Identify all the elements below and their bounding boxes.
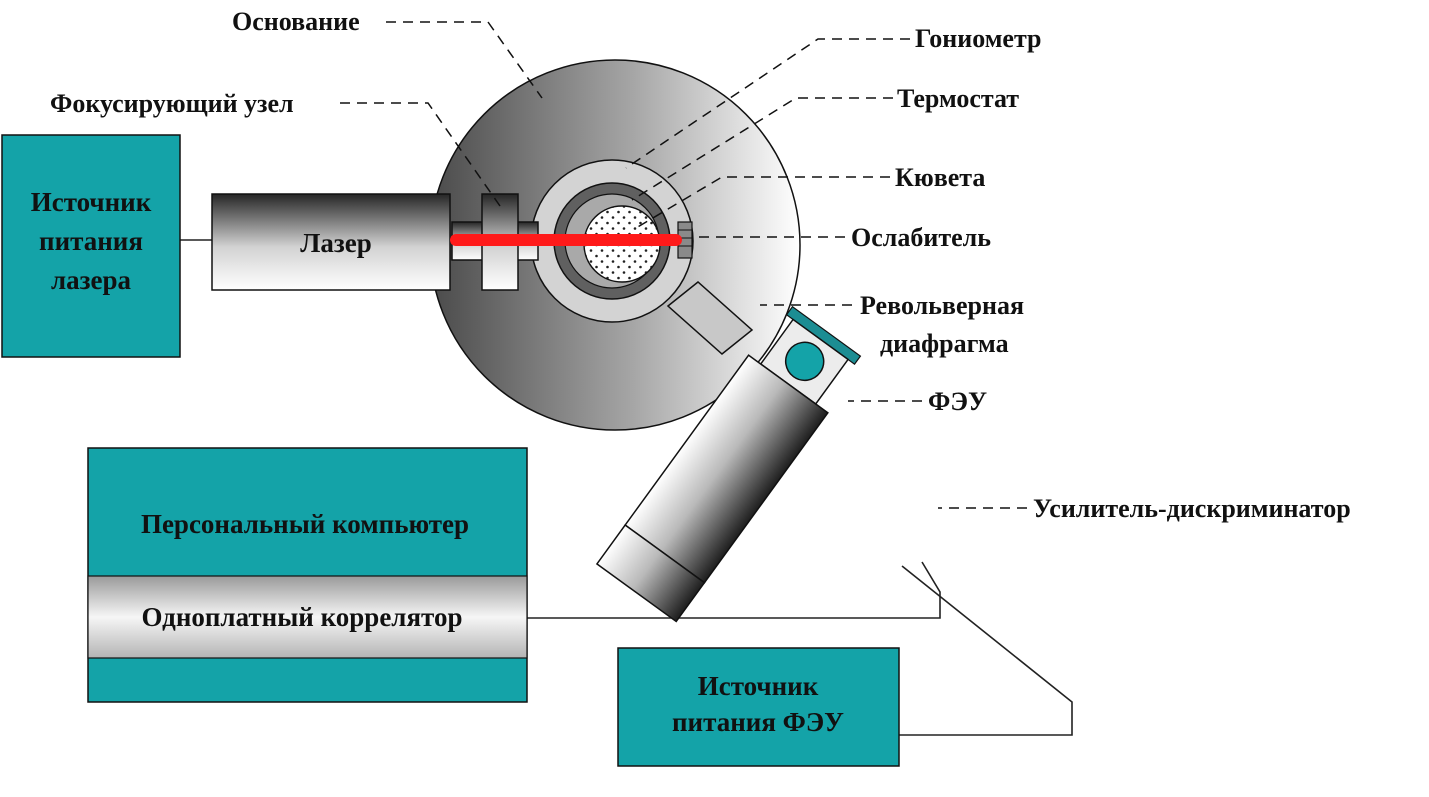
label-revolver-diaphragm-2: диафрагма xyxy=(880,329,1009,358)
label-revolver-diaphragm-1: Револьверная xyxy=(860,291,1024,320)
base-leader xyxy=(386,21,543,99)
label-goniometer: Гониометр xyxy=(915,24,1042,53)
laser-power-line2: питания xyxy=(39,226,143,256)
correlator-board xyxy=(87,575,528,659)
focusing-unit-leader xyxy=(340,102,501,207)
label-cuvette: Кювета xyxy=(895,163,985,192)
laser-power-line1: Источник xyxy=(31,187,152,217)
personal-computer xyxy=(87,447,528,703)
label-amplifier-discriminator: Усилитель-дискриминатор xyxy=(1033,494,1351,523)
pmt-power-line2: питания ФЭУ xyxy=(672,707,844,737)
label-attenuator: Ослабитель xyxy=(851,223,991,252)
label-base: Основание xyxy=(232,7,360,36)
label-pmt: ФЭУ xyxy=(928,387,987,416)
correlator-signal-cable xyxy=(527,561,941,619)
pmt-power-line1: Источник xyxy=(698,671,819,701)
pmt-power-supply xyxy=(617,647,900,767)
label-focusing-unit: Фокусирующий узел xyxy=(50,89,294,118)
pmt-power-cable xyxy=(898,565,1073,736)
computer-title: Персональный компьютер xyxy=(141,509,469,539)
laser-power-supply xyxy=(1,134,181,358)
goniometer-leader xyxy=(625,38,910,169)
amplifier-discriminator xyxy=(595,524,706,623)
diaphragm-aperture xyxy=(784,341,825,382)
correlator-label: Одноплатный коррелятор xyxy=(142,602,463,632)
laser-power-line3: лазера xyxy=(51,265,131,295)
thermostat-leader xyxy=(631,97,893,201)
cuvette-leader xyxy=(635,176,890,229)
goniometer-arm xyxy=(666,281,754,355)
pmt-assembly xyxy=(595,305,862,623)
label-thermostat: Термостат xyxy=(897,84,1019,113)
laser-label: Лазер xyxy=(300,228,371,258)
laser-body xyxy=(211,193,451,291)
